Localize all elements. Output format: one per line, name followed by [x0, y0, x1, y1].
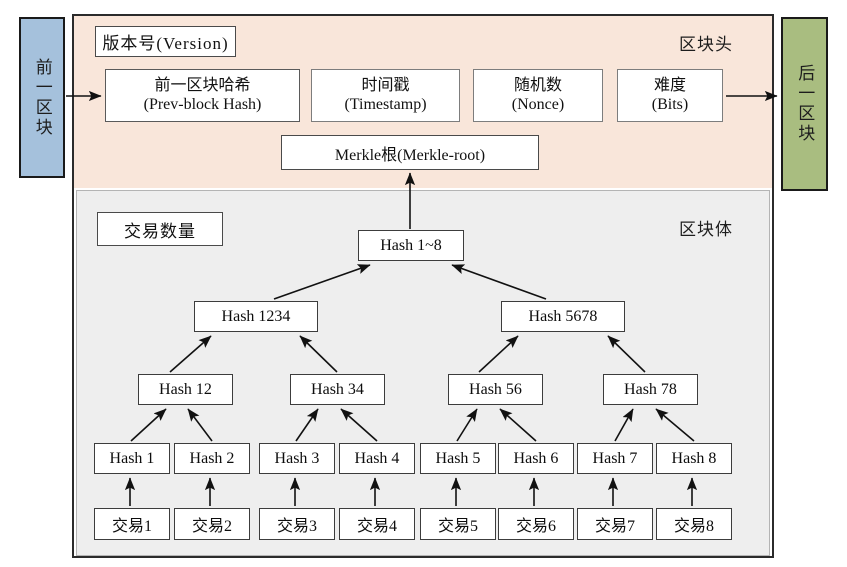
transaction-box-1[interactable]: 交易1 — [94, 508, 170, 540]
tx-count-label: 交易数量 — [124, 221, 196, 241]
next-block-label: 后一区块 — [795, 64, 815, 144]
bits-label-en: (Bits) — [651, 95, 689, 113]
merkle-leaf-label: Hash 3 — [274, 449, 320, 467]
prev-block-hash-label-en: (Prev-block Hash) — [143, 95, 262, 113]
prev-block-label: 前一区块 — [32, 57, 52, 138]
block-body-region-label: 区块体 — [679, 220, 733, 239]
transaction-box-7[interactable]: 交易7 — [577, 508, 653, 540]
merkle-node-hash-78[interactable]: Hash 78 — [603, 374, 698, 405]
nonce-label-cn: 随机数 — [513, 76, 562, 94]
version-label: 版本号(Version) — [102, 34, 229, 53]
merkle-node-label: Hash 1234 — [221, 307, 291, 325]
merkle-leaf-label: Hash 8 — [671, 449, 717, 467]
transaction-label: 交易2 — [191, 518, 232, 535]
merkle-root-label: Merkle根(Merkle-root) — [334, 146, 486, 164]
block-header-region-label: 区块头 — [679, 35, 733, 54]
transaction-label: 交易7 — [594, 518, 635, 535]
merkle-node-label: Hash 34 — [311, 380, 364, 398]
merkle-root-box[interactable]: Merkle根(Merkle-root) — [281, 135, 539, 170]
transaction-label: 交易1 — [111, 518, 152, 535]
nonce-box[interactable]: 随机数 (Nonce) — [473, 69, 603, 122]
merkle-leaf-hash-8[interactable]: Hash 8 — [656, 443, 732, 474]
transaction-box-5[interactable]: 交易5 — [420, 508, 496, 540]
merkle-leaf-label: Hash 1 — [109, 449, 155, 467]
merkle-node-label: Hash 12 — [159, 380, 212, 398]
merkle-leaf-hash-2[interactable]: Hash 2 — [174, 443, 250, 474]
merkle-leaf-hash-1[interactable]: Hash 1 — [94, 443, 170, 474]
merkle-leaf-label: Hash 7 — [592, 449, 638, 467]
merkle-node-hash-1234[interactable]: Hash 1234 — [194, 301, 318, 332]
merkle-node-label: Hash 56 — [469, 380, 522, 398]
merkle-leaf-hash-6[interactable]: Hash 6 — [498, 443, 574, 474]
bits-label-cn: 难度 — [653, 76, 686, 94]
merkle-leaf-label: Hash 5 — [435, 449, 481, 467]
transaction-box-2[interactable]: 交易2 — [174, 508, 250, 540]
bits-box[interactable]: 难度 (Bits) — [617, 69, 723, 122]
nonce-label-en: (Nonce) — [511, 95, 565, 113]
merkle-leaf-hash-3[interactable]: Hash 3 — [259, 443, 335, 474]
merkle-node-hash-5678[interactable]: Hash 5678 — [501, 301, 625, 332]
merkle-node-hash-12[interactable]: Hash 12 — [138, 374, 233, 405]
merkle-leaf-hash-5[interactable]: Hash 5 — [420, 443, 496, 474]
prev-block-hash-label-cn: 前一区块哈希 — [154, 76, 251, 94]
prev-block-hash-box[interactable]: 前一区块哈希 (Prev-block Hash) — [105, 69, 300, 122]
merkle-leaf-label: Hash 6 — [513, 449, 559, 467]
merkle-leaf-label: Hash 2 — [189, 449, 235, 467]
transaction-label: 交易4 — [356, 518, 397, 535]
merkle-leaf-hash-7[interactable]: Hash 7 — [577, 443, 653, 474]
transaction-label: 交易5 — [437, 518, 478, 535]
transaction-label: 交易8 — [673, 518, 714, 535]
transaction-label: 交易6 — [515, 518, 556, 535]
prev-block[interactable]: 前一区块 — [19, 17, 65, 178]
timestamp-label-en: (Timestamp) — [344, 95, 427, 113]
transaction-box-6[interactable]: 交易6 — [498, 508, 574, 540]
transaction-label: 交易3 — [276, 518, 317, 535]
version-box[interactable]: 版本号(Version) — [95, 26, 236, 57]
next-block[interactable]: 后一区块 — [781, 17, 828, 191]
merkle-node-hash-56[interactable]: Hash 56 — [448, 374, 543, 405]
merkle-leaf-hash-4[interactable]: Hash 4 — [339, 443, 415, 474]
timestamp-label-cn: 时间戳 — [361, 76, 410, 94]
merkle-node-label: Hash 78 — [624, 380, 677, 398]
transaction-box-4[interactable]: 交易4 — [339, 508, 415, 540]
transaction-box-8[interactable]: 交易8 — [656, 508, 732, 540]
merkle-node-label: Hash 5678 — [528, 307, 598, 325]
merkle-leaf-label: Hash 4 — [354, 449, 400, 467]
merkle-node-hash-1-8[interactable]: Hash 1~8 — [358, 230, 464, 261]
tx-count-box[interactable]: 交易数量 — [97, 212, 223, 246]
merkle-node-hash-34[interactable]: Hash 34 — [290, 374, 385, 405]
transaction-box-3[interactable]: 交易3 — [259, 508, 335, 540]
timestamp-box[interactable]: 时间戳 (Timestamp) — [311, 69, 460, 122]
merkle-node-label: Hash 1~8 — [380, 236, 442, 254]
